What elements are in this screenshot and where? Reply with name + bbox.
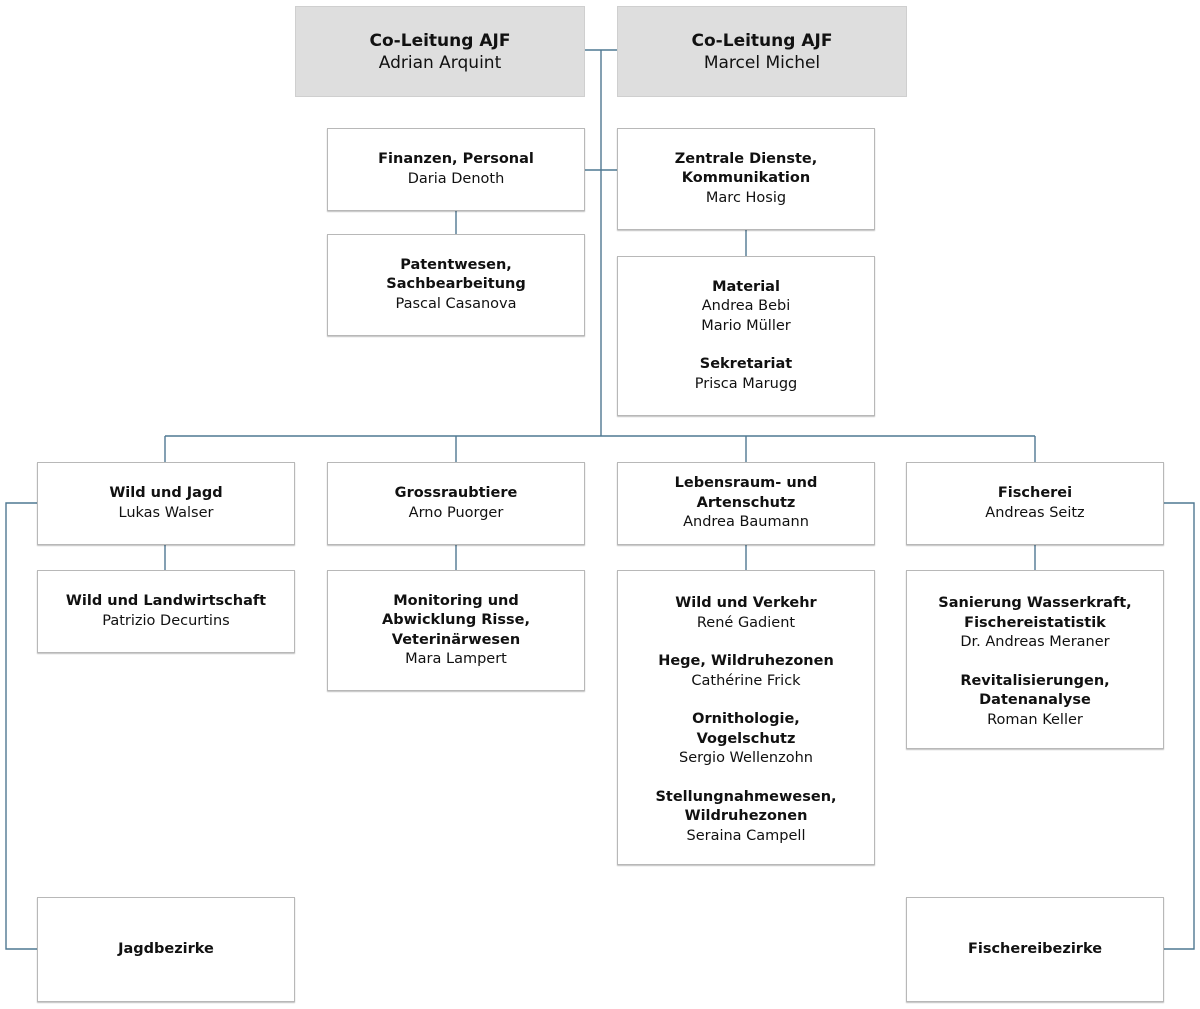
box-person: Andrea Bebi bbox=[701, 298, 791, 315]
box-title-line-2: Fischereistatistik bbox=[964, 614, 1106, 631]
box-title: Sekretariat bbox=[699, 356, 793, 373]
box-title: Finanzen, Personal bbox=[378, 151, 534, 167]
box-title-line-3: Veterinärwesen bbox=[391, 631, 521, 648]
fischerei-units-box: Sanierung Wasserkraft, Fischereistatisti… bbox=[906, 570, 1164, 749]
box-title: Wild und Jagd bbox=[109, 485, 223, 501]
box-title-line-2: Wildruhezonen bbox=[684, 808, 808, 824]
box-title-line-2: Datenanalyse bbox=[979, 692, 1091, 708]
box-person: Andreas Seitz bbox=[985, 504, 1085, 521]
box-person: René Gadient bbox=[696, 614, 796, 631]
division-lebensraum-box: Lebensraum- und Artenschutz Andrea Bauma… bbox=[617, 462, 875, 545]
box-title-line-2: Sachbearbeitung bbox=[386, 276, 526, 293]
stellungnahme-group: Stellungnahmewesen, Wildruhezonen Serain… bbox=[655, 788, 836, 847]
box-title: Material bbox=[712, 278, 780, 295]
box-title: Wild und Landwirtschaft bbox=[65, 593, 267, 609]
box-title: Jagdbezirke bbox=[118, 940, 214, 957]
box-title-line-2: Abwicklung Risse, bbox=[382, 612, 530, 628]
box-title: Grossraubtiere bbox=[394, 485, 518, 501]
division-wild-jagd-box: Wild und Jagd Lukas Walser bbox=[37, 462, 295, 545]
box-title-line-1: Zentrale Dienste, bbox=[674, 150, 818, 167]
box-title: Hege, Wildruhezonen bbox=[658, 653, 834, 669]
co-leitung-michel-box: Co-Leitung AJF Marcel Michel bbox=[617, 6, 907, 97]
jagdbezirke-box: Jagdbezirke bbox=[37, 897, 295, 1002]
patentwesen-box: Patentwesen, Sachbearbeitung Pascal Casa… bbox=[327, 234, 585, 336]
box-person: Dr. Andreas Meraner bbox=[960, 634, 1110, 650]
box-title-line-2: Vogelschutz bbox=[696, 730, 796, 747]
box-title: Lebensraum- und Artenschutz bbox=[674, 475, 818, 511]
box-person: Daria Denoth bbox=[407, 170, 505, 187]
box-person: Marcel Michel bbox=[703, 52, 821, 73]
box-person: Cathérine Frick bbox=[691, 672, 801, 689]
connector-fischereibezirke bbox=[1164, 502, 1195, 950]
box-title: Co-Leitung AJF bbox=[369, 30, 511, 51]
sekretariat-group: Sekretariat Prisca Marugg bbox=[695, 355, 797, 394]
monitoring-box: Monitoring und Abwicklung Risse, Veterin… bbox=[327, 570, 585, 691]
box-person: Adrian Arquint bbox=[378, 52, 502, 73]
finanzen-personal-box: Finanzen, Personal Daria Denoth bbox=[327, 128, 585, 211]
division-grossraubtiere-box: Grossraubtiere Arno Puorger bbox=[327, 462, 585, 545]
box-person: Mario Müller bbox=[701, 317, 791, 334]
box-person: Patrizio Decurtins bbox=[102, 612, 230, 629]
box-title: Fischereibezirke bbox=[967, 940, 1103, 957]
zentrale-dienste-box: Zentrale Dienste, Kommunikation Marc Hos… bbox=[617, 128, 875, 230]
material-sekretariat-box: Material Andrea Bebi Mario Müller Sekret… bbox=[617, 256, 875, 416]
box-title-line-1: Monitoring und bbox=[393, 592, 519, 609]
connector-group bbox=[5, 49, 1195, 950]
box-person: Andrea Baumann bbox=[683, 514, 809, 531]
box-title: Fischerei bbox=[997, 485, 1073, 501]
box-person: Roman Keller bbox=[987, 711, 1083, 728]
box-person: Prisca Marugg bbox=[694, 375, 798, 392]
hege-group: Hege, Wildruhezonen Cathérine Frick bbox=[658, 652, 834, 691]
co-leitung-arquint-box: Co-Leitung AJF Adrian Arquint bbox=[295, 6, 585, 97]
wild-verkehr-group: Wild und Verkehr René Gadient bbox=[675, 594, 816, 633]
box-title-line-1: Sanierung Wasserkraft, bbox=[938, 595, 1132, 611]
box-title-line-1: Ornithologie, bbox=[692, 711, 800, 727]
connector-jagdbezirke bbox=[5, 502, 37, 950]
box-person: Arno Puorger bbox=[408, 504, 504, 521]
lebensraum-units-box: Wild und Verkehr René Gadient Hege, Wild… bbox=[617, 570, 875, 865]
division-fischerei-box: Fischerei Andreas Seitz bbox=[906, 462, 1164, 545]
box-person: Pascal Casanova bbox=[395, 295, 517, 312]
ornithologie-group: Ornithologie, Vogelschutz Sergio Wellenz… bbox=[679, 710, 813, 769]
fischereibezirke-box: Fischereibezirke bbox=[906, 897, 1164, 1002]
box-person: Marc Hosig bbox=[705, 189, 787, 206]
wild-landwirtschaft-box: Wild und Landwirtschaft Patrizio Decurti… bbox=[37, 570, 295, 653]
box-title-line-1: Patentwesen, bbox=[400, 256, 512, 273]
box-title-line-1: Revitalisierungen, bbox=[960, 672, 1110, 689]
sanierung-group: Sanierung Wasserkraft, Fischereistatisti… bbox=[938, 594, 1131, 653]
box-person: Mara Lampert bbox=[405, 651, 507, 667]
box-title: Co-Leitung AJF bbox=[691, 30, 833, 51]
material-group: Material Andrea Bebi Mario Müller bbox=[701, 278, 791, 337]
box-person: Lukas Walser bbox=[118, 504, 214, 521]
revitalisierung-group: Revitalisierungen, Datenanalyse Roman Ke… bbox=[960, 672, 1109, 731]
box-title-line-1: Stellungnahmewesen, bbox=[655, 788, 837, 805]
box-title-line-2: Kommunikation bbox=[681, 170, 811, 187]
box-person: Seraina Campell bbox=[686, 827, 806, 844]
box-title: Wild und Verkehr bbox=[675, 595, 817, 611]
box-person: Sergio Wellenzohn bbox=[679, 750, 813, 766]
